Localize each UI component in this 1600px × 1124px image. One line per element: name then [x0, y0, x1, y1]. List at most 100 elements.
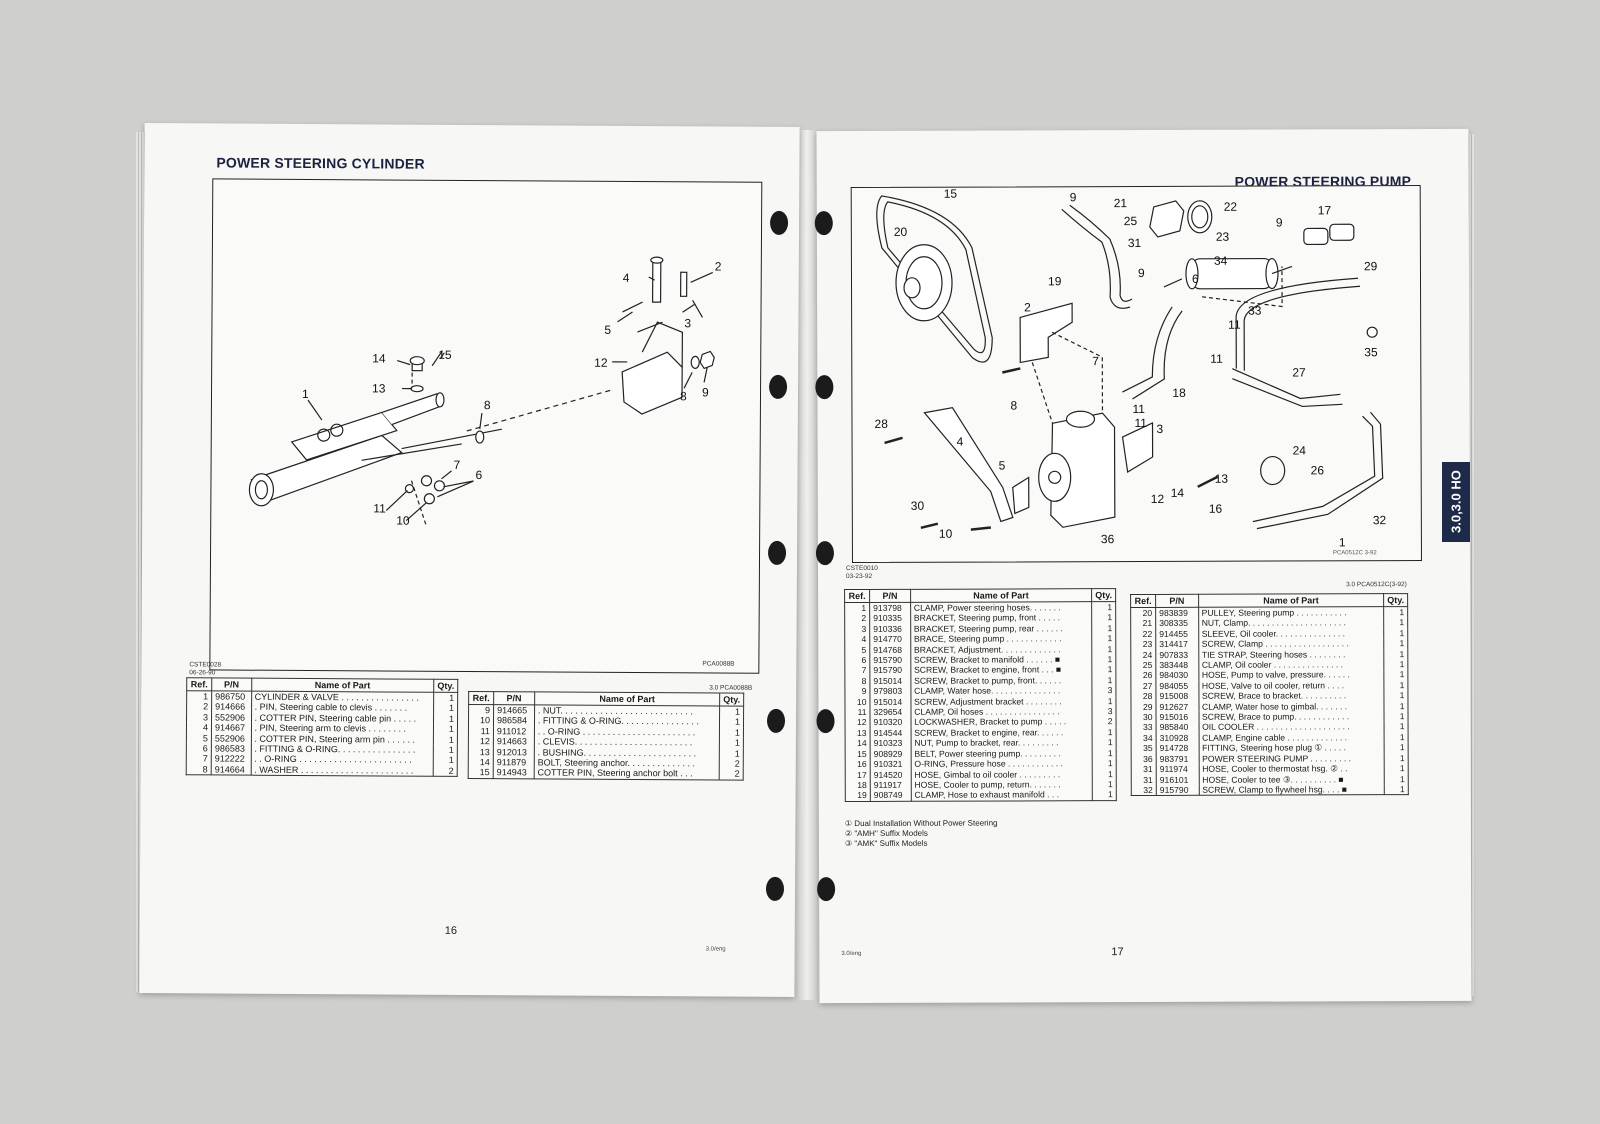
cell-ref: 33 — [1131, 722, 1157, 733]
callout-35: 35 — [1364, 345, 1378, 359]
cell-pn: 912222 — [211, 753, 251, 765]
cell-qty: 1 — [433, 724, 458, 735]
cell-pn: 915790 — [1156, 784, 1199, 796]
cell-qty: 2 — [719, 768, 744, 781]
pump-diagram: 1 2 3 4 5 6 7 8 9 9 9 10 11 11 11 11 12 … — [850, 185, 1422, 564]
callout-8: 8 — [1010, 398, 1017, 412]
cell-pn: 914663 — [493, 736, 535, 748]
cell-qty: 1 — [1384, 763, 1409, 774]
table-code-left: 3.0 PCA0088B — [709, 684, 753, 692]
section-tab: 3.0,3.0 HO — [1442, 462, 1470, 542]
col-pn: P/N — [493, 691, 535, 705]
cell-ref: 1 — [186, 690, 212, 702]
col-name: Name of Part — [910, 588, 1092, 603]
cell-qty: 1 — [1384, 690, 1408, 701]
cell-ref: 10 — [844, 696, 870, 708]
cell-name: TIE STRAP, Steering hoses . . . . . . . … — [1198, 648, 1384, 660]
diagram-code-right: PCA0512C 3-92 — [1333, 550, 1377, 556]
cell-pn: 911879 — [493, 757, 535, 768]
cell-ref: 28 — [1130, 691, 1156, 702]
cell-qty: 1 — [1384, 721, 1409, 733]
cell-qty: 2 — [719, 758, 744, 770]
col-name: Name of Part — [1198, 593, 1384, 608]
cell-ref: 25 — [1130, 659, 1156, 671]
cell-name: CLAMP, Hose to exhaust manifold . . . — [910, 789, 1093, 802]
cell-name: SCREW, Clamp . . . . . . . . . . . . . .… — [1198, 638, 1384, 650]
cell-name: . WASHER . . . . . . . . . . . . . . . .… — [250, 764, 434, 777]
callout-25: 25 — [1124, 214, 1138, 228]
cell-pn: 986583 — [211, 743, 251, 755]
cell-ref: 15 — [468, 767, 494, 779]
footnote-1: ① Dual Installation Without Power Steeri… — [844, 818, 998, 829]
cell-qty: 1 — [1092, 695, 1116, 707]
callout-23: 23 — [1216, 230, 1230, 244]
col-ref: Ref. — [468, 691, 494, 705]
cell-qty: 1 — [1092, 768, 1117, 780]
cell-name: LOCKWASHER, Bracket to pump . . . . . — [910, 716, 1093, 728]
cell-name: HOSE, Cooler to tee ③. . . . . . . . . .… — [1198, 773, 1385, 785]
callout-12: 12 — [594, 356, 608, 370]
cell-ref: 14 — [845, 738, 871, 749]
callout-18: 18 — [1172, 386, 1186, 400]
col-qty: Qty. — [719, 693, 744, 707]
cell-name: CLAMP, Water hose to gimbal. . . . . . . — [1198, 700, 1385, 712]
table-code-right: 3.0 PCA0512C(3-92) — [1346, 581, 1407, 589]
cell-qty: 1 — [1383, 659, 1408, 670]
callout-19: 19 — [1048, 274, 1062, 288]
cell-pn: 914664 — [211, 764, 251, 776]
small-code-right-2: 03-23-92 — [846, 572, 873, 581]
small-code-left-2: 06-26-90 — [189, 669, 216, 677]
cell-pn: 914520 — [870, 769, 911, 780]
punch-hole — [816, 709, 835, 734]
col-name: Name of Part — [251, 678, 434, 693]
cell-name: CLAMP, Oil cooler . . . . . . . . . . . … — [1198, 659, 1385, 671]
cell-ref: 13 — [468, 746, 494, 758]
cylinder-diagram: 1 2 3 4 5 6 7 8 8 9 10 11 12 13 14 15 PC… — [209, 178, 763, 674]
cell-ref: 8 — [186, 764, 212, 776]
callout-15: 15 — [944, 187, 958, 201]
cell-pn: 912627 — [1155, 701, 1199, 713]
callout-24: 24 — [1293, 443, 1307, 457]
cell-pn: 911974 — [1156, 763, 1199, 775]
cell-pn: 983839 — [1155, 607, 1199, 619]
callout-8b: 8 — [680, 389, 687, 403]
callout-8a: 8 — [484, 398, 491, 412]
callout-9c: 9 — [1276, 216, 1283, 230]
callout-16: 16 — [1209, 502, 1223, 516]
cell-ref: 9 — [468, 704, 494, 716]
cell-pn: 913798 — [869, 602, 911, 614]
callout-13: 13 — [1215, 472, 1229, 486]
cell-ref: 24 — [1130, 649, 1156, 661]
cell-name: BELT, Power steering pump. . . . . . . .… — [910, 747, 1093, 759]
cell-ref: 4 — [844, 634, 870, 645]
cell-name: SCREW, Brace to bracket. . . . . . . . .… — [1198, 690, 1385, 702]
cell-ref: 29 — [1130, 701, 1157, 713]
cell-qty: 1 — [1091, 654, 1116, 665]
cell-ref: 7 — [186, 753, 212, 765]
cell-pn: 912013 — [493, 746, 535, 758]
small-code-left: CSTE0028 06-26-90 — [189, 661, 221, 677]
cell-qty: 1 — [1384, 773, 1409, 785]
cell-pn: 910323 — [870, 738, 911, 749]
callout-14: 14 — [372, 351, 386, 365]
cell-qty: 1 — [433, 744, 458, 756]
callout-6: 6 — [1192, 272, 1199, 286]
cell-pn: 329654 — [869, 706, 911, 718]
cell-ref: 2 — [844, 613, 870, 624]
cell-pn: 985840 — [1156, 722, 1199, 733]
cell-name: CLAMP, Water hose. . . . . . . . . . . .… — [910, 685, 1093, 697]
callout-36: 36 — [1101, 532, 1115, 546]
callout-2: 2 — [1024, 300, 1031, 314]
callout-1: 1 — [302, 387, 309, 401]
cell-pn: 910320 — [870, 717, 911, 728]
page-number-left: 16 — [444, 924, 458, 937]
cell-name: FITTING, Steering hose plug ① . . . . . — [1198, 742, 1385, 754]
cell-pn: 984030 — [1155, 670, 1199, 681]
col-ref: Ref. — [1130, 594, 1156, 608]
cell-pn: 552906 — [211, 733, 251, 744]
cell-qty: 1 — [1092, 674, 1116, 686]
cell-qty: 1 — [433, 692, 458, 704]
cell-ref: 6 — [844, 654, 870, 666]
